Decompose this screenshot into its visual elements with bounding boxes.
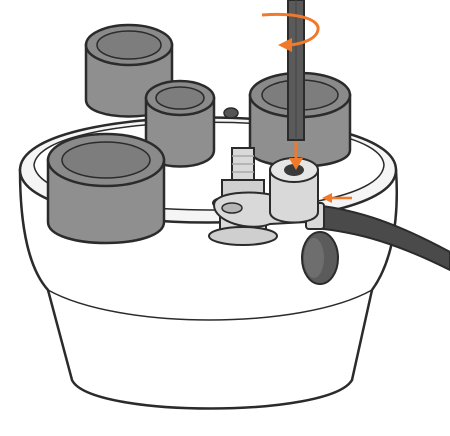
side-knob bbox=[302, 232, 338, 284]
hex-key-icon bbox=[288, 0, 304, 140]
cap-front-left bbox=[48, 134, 164, 243]
small-screw-hole bbox=[224, 108, 238, 118]
